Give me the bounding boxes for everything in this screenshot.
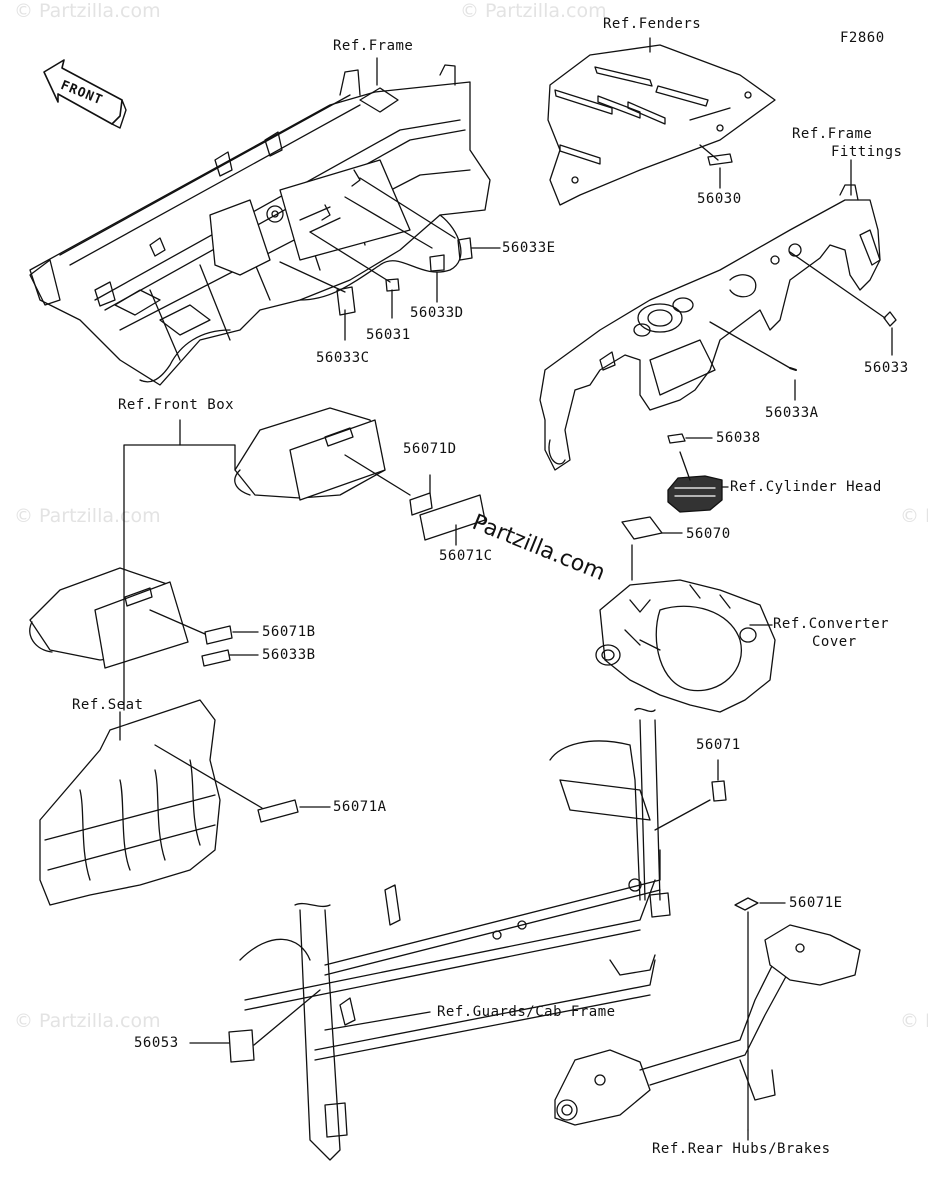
converter-cover-illustration <box>595 579 776 713</box>
front-box-lower-illustration <box>29 567 189 669</box>
leader-56031 <box>309 231 391 283</box>
part-56030[interactable]: 56030 <box>697 191 742 207</box>
sticker-56071C <box>419 494 486 541</box>
label-ref-frame-fittings-2: Fittings <box>831 144 903 160</box>
leader-56033A <box>709 321 791 369</box>
watermark: © Partzilla.com <box>14 0 161 22</box>
seat-illustration <box>39 699 221 906</box>
watermark: © Partzilla.com <box>900 1010 928 1032</box>
part-56033D[interactable]: 56033D <box>410 305 464 321</box>
part-56031[interactable]: 56031 <box>366 327 411 343</box>
label-ref-seat: Ref.Seat <box>72 697 144 713</box>
watermark: © Partzilla.com <box>460 0 607 22</box>
sticker-56033D <box>429 254 445 272</box>
leader-56071B-diag <box>149 609 206 635</box>
leader-56033C <box>279 261 346 293</box>
part-56033E[interactable]: 56033E <box>502 240 556 256</box>
label-ref-front-box: Ref.Front Box <box>118 397 235 413</box>
part-56071[interactable]: 56071 <box>696 737 741 753</box>
sticker-56071A <box>257 799 299 823</box>
leader-front-box-upper <box>179 444 236 471</box>
label-ref-converter-cover-2: Cover <box>812 634 857 650</box>
label-ref-converter-cover-1: Ref.Converter <box>773 616 890 632</box>
watermark: © Partzilla.com <box>900 505 928 527</box>
label-ref-fenders: Ref.Fenders <box>603 16 702 32</box>
leader-56033 <box>789 251 886 319</box>
sticker-56071E <box>734 897 759 911</box>
leader-56033D <box>344 196 433 249</box>
leader-56053-diag <box>253 989 321 1046</box>
leader-guards-cab-frame <box>324 1011 431 1031</box>
part-56071C[interactable]: 56071C <box>439 548 493 564</box>
sticker-56071D <box>409 492 433 516</box>
guards-cab-frame-illustration <box>239 707 671 1161</box>
cylinder-head-illustration <box>667 475 723 513</box>
leader-56033E <box>359 177 456 239</box>
sticker-56033 <box>883 311 897 327</box>
part-56033A[interactable]: 56033A <box>765 405 819 421</box>
leader-front-box <box>123 419 181 711</box>
part-56033[interactable]: 56033 <box>864 360 909 376</box>
part-56033C[interactable]: 56033C <box>316 350 370 366</box>
label-ref-frame: Ref.Frame <box>333 38 414 54</box>
part-56071A[interactable]: 56071A <box>333 799 387 815</box>
front-direction-arrow <box>43 59 127 129</box>
sticker-56033C <box>336 286 356 316</box>
sticker-56033E <box>457 237 473 261</box>
leader-56030 <box>699 144 719 161</box>
leader-56071-diag <box>654 799 711 831</box>
rear-hubs-brakes-illustration <box>554 924 861 1126</box>
label-ref-guards-cab-frame: Ref.Guards/Cab Frame <box>437 1004 616 1020</box>
leader-56071D-diag <box>344 454 411 496</box>
part-56071D[interactable]: 56071D <box>403 441 457 457</box>
sticker-56030 <box>707 153 733 166</box>
sticker-56071B <box>204 625 233 645</box>
sticker-56070 <box>621 516 663 540</box>
sticker-56071 <box>711 780 727 802</box>
label-ref-cylinder-head: Ref.Cylinder Head <box>730 479 882 495</box>
sticker-56033A <box>789 367 797 371</box>
label-ref-rear-hubs-brakes: Ref.Rear Hubs/Brakes <box>652 1141 831 1157</box>
leader-56038-down <box>679 451 691 481</box>
leader-56071A-diag <box>154 744 263 809</box>
part-56033B[interactable]: 56033B <box>262 647 316 663</box>
part-56053[interactable]: 56053 <box>134 1035 179 1051</box>
part-56071B[interactable]: 56071B <box>262 624 316 640</box>
figure-id: F2860 <box>840 30 885 46</box>
sticker-56053 <box>228 1029 255 1063</box>
sticker-56038 <box>667 433 686 444</box>
frame-illustration <box>29 64 491 386</box>
front-box-upper-illustration <box>234 407 386 501</box>
part-56071E[interactable]: 56071E <box>789 895 843 911</box>
frame-fittings-illustration <box>539 184 881 471</box>
label-ref-frame-fittings-1: Ref.Frame <box>792 126 873 142</box>
part-56070[interactable]: 56070 <box>686 526 731 542</box>
fenders-illustration <box>547 44 776 206</box>
watermark: © Partzilla.com <box>14 1010 161 1032</box>
part-56038[interactable]: 56038 <box>716 430 761 446</box>
sticker-56033B <box>201 649 231 667</box>
sticker-56031 <box>385 278 400 292</box>
